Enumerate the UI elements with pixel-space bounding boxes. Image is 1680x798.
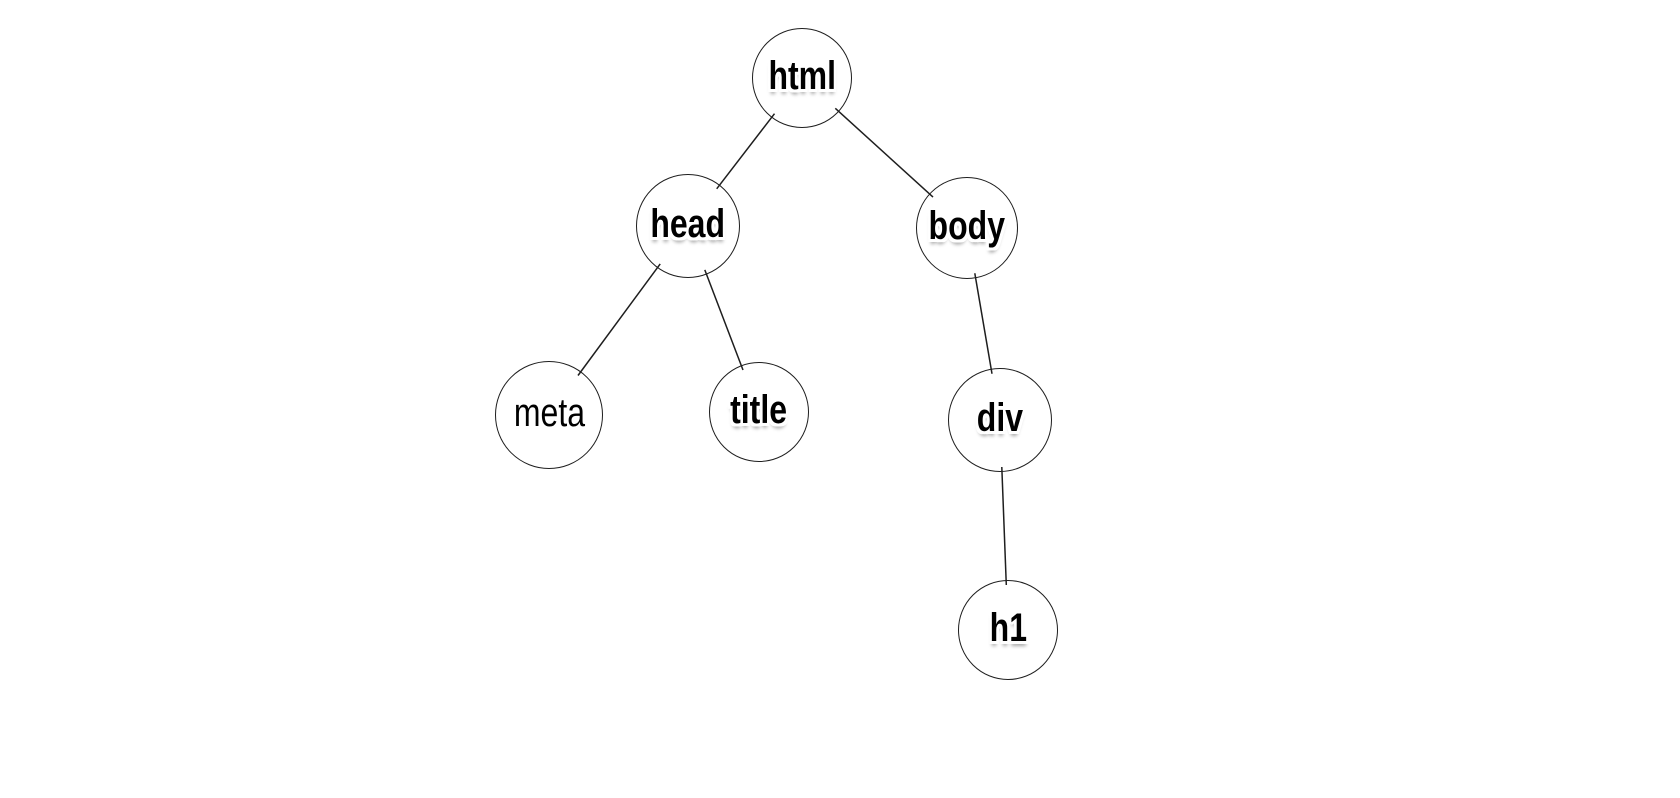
node-label-head: head (650, 202, 726, 246)
node-label-body: body (928, 204, 1006, 248)
node-head: head (636, 174, 740, 278)
edge-html-body (834, 107, 934, 198)
node-label-title: title (730, 388, 788, 432)
edge-html-head (716, 113, 776, 190)
node-div: div (948, 368, 1052, 472)
node-title: title (709, 362, 809, 462)
node-body: body (916, 177, 1018, 279)
node-meta: meta (495, 361, 603, 469)
edge-head-meta (577, 263, 661, 376)
edge-body-div (974, 273, 993, 374)
edge-div-h1 (1001, 466, 1008, 586)
edge-head-title (704, 269, 744, 371)
node-html: html (752, 28, 852, 128)
node-label-meta: meta (513, 391, 585, 435)
node-h1: h1 (958, 580, 1058, 680)
node-label-div: div (976, 396, 1024, 440)
node-label-h1: h1 (989, 606, 1027, 650)
node-label-html: html (768, 54, 836, 98)
